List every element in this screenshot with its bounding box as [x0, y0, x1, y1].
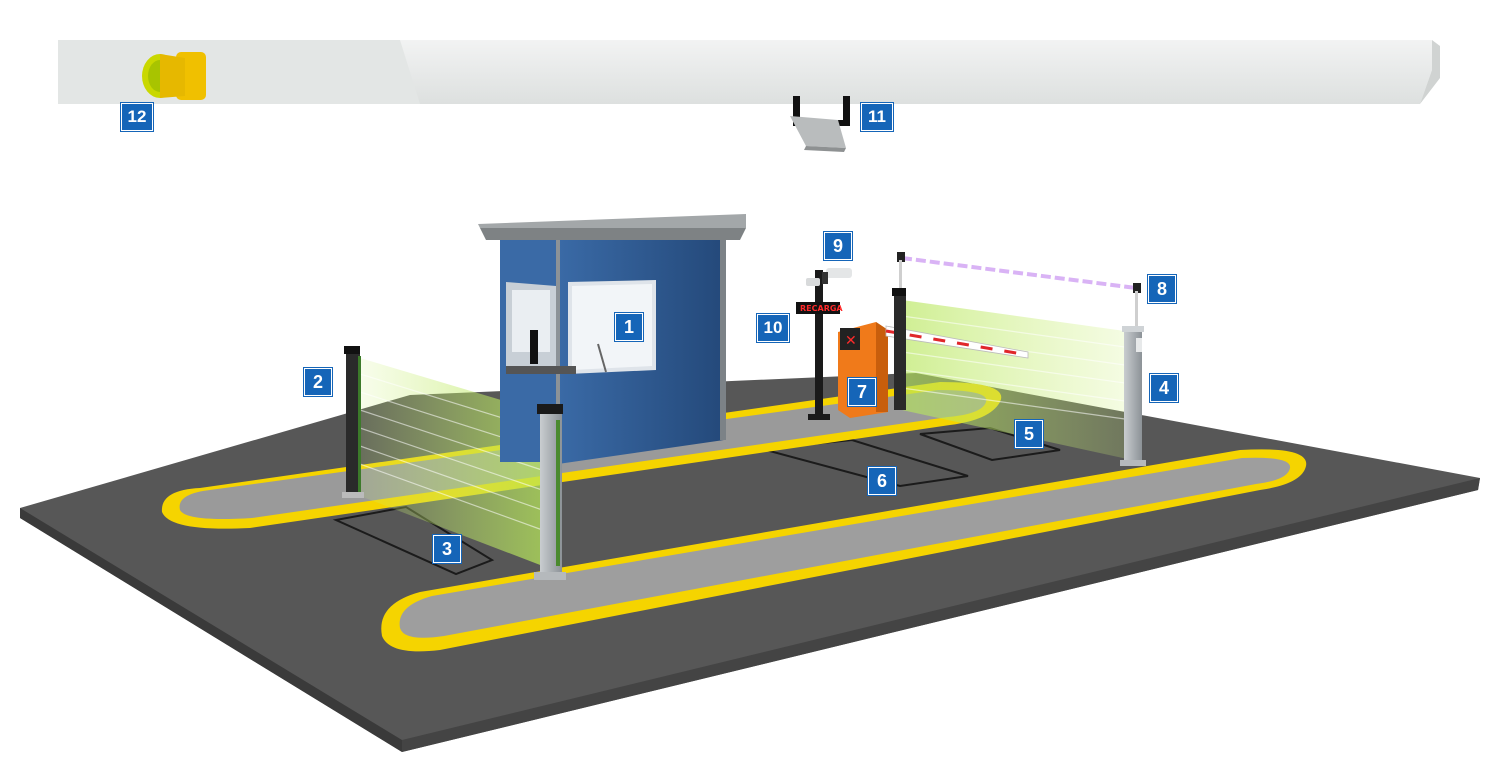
label-badge-booth: 1: [615, 313, 643, 341]
camera-icon: [806, 268, 852, 286]
sign-post: RECARGA: [796, 270, 843, 420]
ceiling-slab: [58, 40, 1440, 104]
label-badge-right-curtain-sensor: 4: [1150, 374, 1178, 402]
left-sensor-post: [342, 346, 364, 498]
front-island: [381, 449, 1307, 652]
overhead-beam: [897, 252, 1141, 331]
label-badge-lane: 6: [868, 467, 896, 495]
svg-text:✕: ✕: [845, 333, 857, 349]
ceiling-reader-icon: [790, 96, 850, 152]
label-badge-entry-loop-left: 3: [433, 535, 461, 563]
booth: [478, 214, 746, 464]
sign-text: RECARGA: [800, 304, 843, 313]
label-badge-left-curtain-sensor: 2: [304, 368, 332, 396]
label-badge-loop-right: 5: [1015, 420, 1043, 448]
label-badge-ceiling-reader: 11: [861, 103, 893, 131]
beacon-light-icon: [142, 52, 206, 100]
label-badge-sign-post: 10: [757, 314, 789, 342]
right-sensor-post: [892, 288, 1146, 466]
label-badge-camera: 9: [824, 232, 852, 260]
front-sensor-post: [534, 404, 566, 580]
label-badge-barrier-gate: 7: [848, 378, 876, 406]
label-badge-overhead-beam: 8: [1148, 275, 1176, 303]
label-badge-beacon-light: 12: [121, 103, 153, 131]
